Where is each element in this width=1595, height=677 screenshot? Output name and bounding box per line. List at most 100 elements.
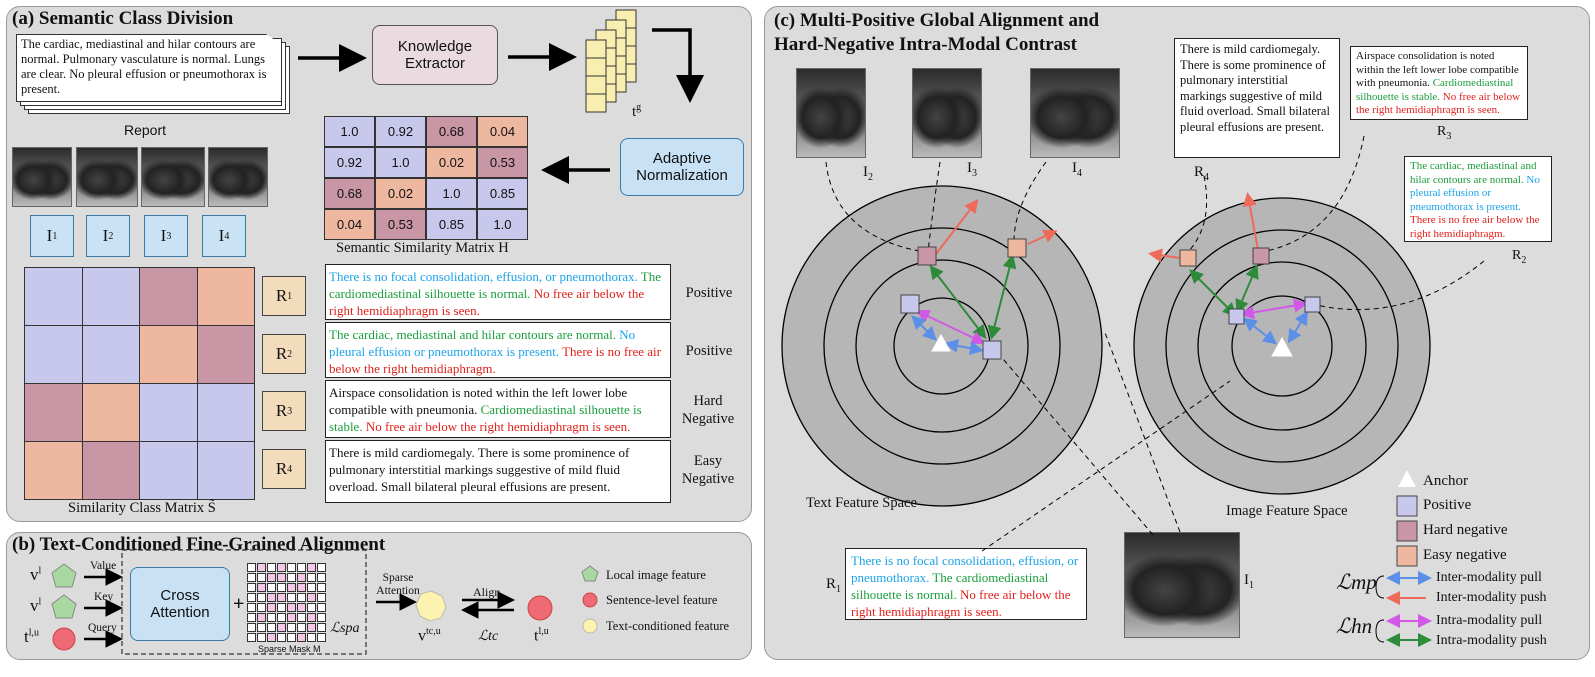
sparse-mask-cell xyxy=(247,573,256,582)
sparse-mask-cell xyxy=(247,633,256,642)
class-matrix-cell xyxy=(139,383,198,442)
sparse-mask-cell xyxy=(267,583,276,592)
text-conditioned-feature-icon xyxy=(415,590,447,622)
sparse-mask-cell xyxy=(257,603,266,612)
label-r3: R3 xyxy=(1437,124,1452,142)
sparse-mask-cell xyxy=(297,583,306,592)
legend-anchor: Anchor xyxy=(1423,473,1468,489)
local-image-feature-icon-1 xyxy=(51,563,77,588)
semantic-matrix-caption: Semantic Similarity Matrix H xyxy=(336,240,509,256)
sparse-mask-cell xyxy=(287,573,296,582)
xray-i2 xyxy=(796,68,866,158)
legend-text-cond-icon xyxy=(582,618,598,634)
input-vl-1: vl xyxy=(30,565,42,584)
panel-c-title-1: (c) Multi-Positive Global Alignment and xyxy=(774,10,1100,31)
sparse-mask-cell xyxy=(267,603,276,612)
class-matrix-cell xyxy=(24,325,83,384)
sparse-mask-cell xyxy=(297,563,306,572)
report-label: Report xyxy=(124,122,167,138)
sparse-mask-cell xyxy=(277,583,286,592)
label-i1: I1 xyxy=(1244,572,1254,591)
sparse-mask-cell xyxy=(307,583,316,592)
sparse-mask-cell xyxy=(317,573,326,582)
semantic-matrix-cell: 0.02 xyxy=(375,178,426,209)
semantic-matrix-cell: 0.85 xyxy=(477,178,528,209)
report-text-1: There is no focal consolidation, effusio… xyxy=(325,264,671,320)
legend-easy-negative: Easy negative xyxy=(1423,547,1507,563)
semantic-matrix-cell: 0.68 xyxy=(324,178,375,209)
sparse-mask-cell xyxy=(247,563,256,572)
sparse-mask-cell xyxy=(257,583,266,592)
cross-attention-box: Cross Attention xyxy=(130,567,230,641)
class-matrix-cell xyxy=(24,267,83,326)
text-feature-space-label: Text Feature Space xyxy=(806,495,917,511)
class-matrix-cell xyxy=(196,441,255,500)
sparse-mask-cell xyxy=(247,593,256,602)
input-vl-2: vl xyxy=(30,596,42,615)
class-matrix-cell xyxy=(81,383,140,442)
semantic-matrix-cell: 1.0 xyxy=(324,116,375,147)
sparse-mask-cell xyxy=(317,613,326,622)
sparse-mask-grid xyxy=(247,563,327,643)
arrow-label-query: Query xyxy=(88,622,117,634)
sparse-mask-cell xyxy=(267,563,276,572)
label-i2: I2 xyxy=(863,164,873,183)
sparse-mask-cell xyxy=(267,593,276,602)
sparse-mask-cell xyxy=(277,573,286,582)
sparse-mask-cell xyxy=(297,603,306,612)
tg-label: tg xyxy=(632,102,642,120)
sparse-mask-cell xyxy=(267,623,276,632)
input-tlu: tl,u xyxy=(24,627,40,646)
sparse-mask-cell xyxy=(257,633,266,642)
report-segment: No free air below the right hemidiaphrag… xyxy=(329,286,645,318)
sparse-mask-cell xyxy=(277,623,286,632)
xray-thumb-1 xyxy=(12,147,72,207)
report-segment: There is no free air below the right hem… xyxy=(1410,214,1540,240)
report-stack: The cardiac, mediastinal and hilar conto… xyxy=(16,34,292,114)
report-segment: Airspace consolidation is noted within t… xyxy=(1356,50,1519,89)
sparse-mask-cell xyxy=(267,613,276,622)
legend-positive: Positive xyxy=(1423,497,1472,513)
legend-positive-icon xyxy=(1396,495,1418,517)
align-label: Align xyxy=(473,585,501,599)
xray-i1 xyxy=(1124,532,1240,638)
legend-inter-pull: Inter-modality pull xyxy=(1436,570,1542,585)
sparse-mask-cell xyxy=(287,613,296,622)
report-segment: There is no focal consolidation, effusio… xyxy=(851,553,1079,585)
knowledge-extractor-box: Knowledge Extractor xyxy=(372,25,498,85)
legend-lmp: ℒmp xyxy=(1336,570,1377,594)
sparse-mask-cell xyxy=(277,593,286,602)
semantic-matrix-cell: 0.92 xyxy=(324,147,375,178)
l-spa: ℒspa xyxy=(330,621,360,636)
legend-sentence-level-feature: Sentence-level feature xyxy=(606,593,718,607)
class-matrix-cell xyxy=(81,267,140,326)
report-segment: No pleural effusion or pneumothorax is p… xyxy=(329,327,636,359)
report-segment: The cardiac, mediastinal and hilar conto… xyxy=(329,327,616,342)
sparse-mask-cell xyxy=(257,573,266,582)
legend-local-image-feature: Local image feature xyxy=(606,568,706,582)
legend-sentence-icon xyxy=(582,592,598,608)
sparse-mask-cell xyxy=(287,633,296,642)
image-feature-space-label: Image Feature Space xyxy=(1226,503,1348,519)
sparse-mask-cell xyxy=(277,563,286,572)
sparse-mask-cell xyxy=(317,623,326,632)
adaptive-normalization-box: Adaptive Normalization xyxy=(620,138,744,196)
panel-c-title-2: Hard-Negative Intra-Modal Contrast xyxy=(774,34,1077,55)
xray-i4 xyxy=(1030,68,1120,158)
class-matrix-cell xyxy=(81,325,140,384)
report-segment: There is mild cardiomegaly. There is som… xyxy=(329,445,630,494)
semantic-matrix-cell: 1.0 xyxy=(477,209,528,240)
panel-a-title: (a) Semantic Class Division xyxy=(12,8,234,29)
semantic-matrix-cell: 0.53 xyxy=(375,209,426,240)
note-r4: There is mild cardiomegaly. There is som… xyxy=(1174,38,1340,158)
report-segment: There is no focal consolidation, effusio… xyxy=(329,269,638,284)
sparse-mask-cell xyxy=(317,603,326,612)
sparse-mask-label: Sparse Mask M xyxy=(258,644,321,654)
l-tc: ℒtc xyxy=(478,629,499,644)
